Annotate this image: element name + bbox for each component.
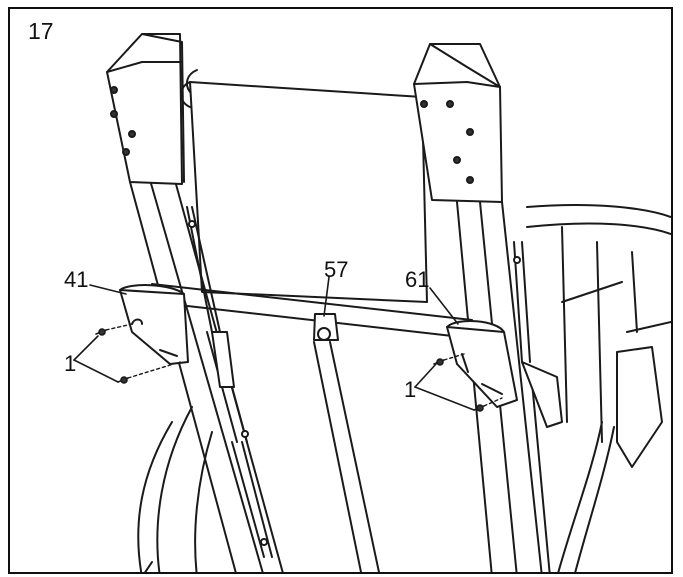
callout-41: 41 bbox=[64, 267, 89, 292]
assembly-illustration bbox=[73, 33, 671, 572]
callout-screw-right: 1 bbox=[404, 377, 417, 402]
part-61-endcap bbox=[446, 320, 518, 408]
handrail-right bbox=[526, 204, 671, 572]
part-41-endcap bbox=[119, 284, 189, 365]
center-post bbox=[313, 341, 380, 572]
screw-icon bbox=[95, 328, 485, 412]
step-number: 17 bbox=[28, 18, 54, 44]
crossbar bbox=[151, 283, 473, 339]
part-57-clip bbox=[313, 313, 339, 341]
left-upright-cap bbox=[106, 33, 185, 185]
right-upright-cap bbox=[413, 43, 503, 203]
leader-lines bbox=[73, 276, 475, 411]
callout-screw-left: 1 bbox=[64, 351, 77, 376]
diagram-frame: 17 41 57 61 1 1 bbox=[8, 7, 673, 574]
assembly-dashed-lines bbox=[105, 323, 503, 407]
base-frame-left bbox=[137, 406, 213, 572]
callout-57: 57 bbox=[324, 257, 349, 282]
motor-hood bbox=[180, 69, 428, 303]
callout-61: 61 bbox=[405, 267, 430, 292]
left-upright bbox=[129, 176, 284, 572]
